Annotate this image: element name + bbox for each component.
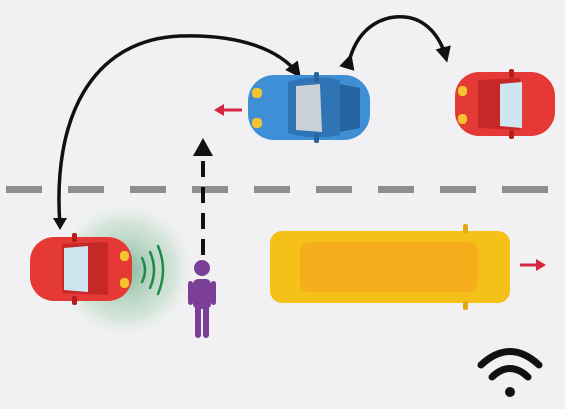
- interaction-arrow-left: [57, 34, 301, 227]
- motion-arrow-icon: [520, 259, 546, 271]
- yellow-bus: [270, 224, 510, 310]
- pedestrian-path-arrow: [193, 138, 213, 255]
- arrow-head-down-left: [53, 218, 67, 230]
- red-car-left: [30, 233, 132, 305]
- pedestrian-figure: [188, 260, 216, 338]
- lane-divider: [6, 186, 548, 193]
- blue-car: [248, 72, 370, 143]
- signal-waves-icon: [140, 244, 165, 296]
- motion-arrow-icon: [214, 104, 242, 116]
- interaction-arrow-right: [339, 15, 451, 71]
- red-car-right: [455, 69, 555, 139]
- wifi-icon: [477, 348, 543, 397]
